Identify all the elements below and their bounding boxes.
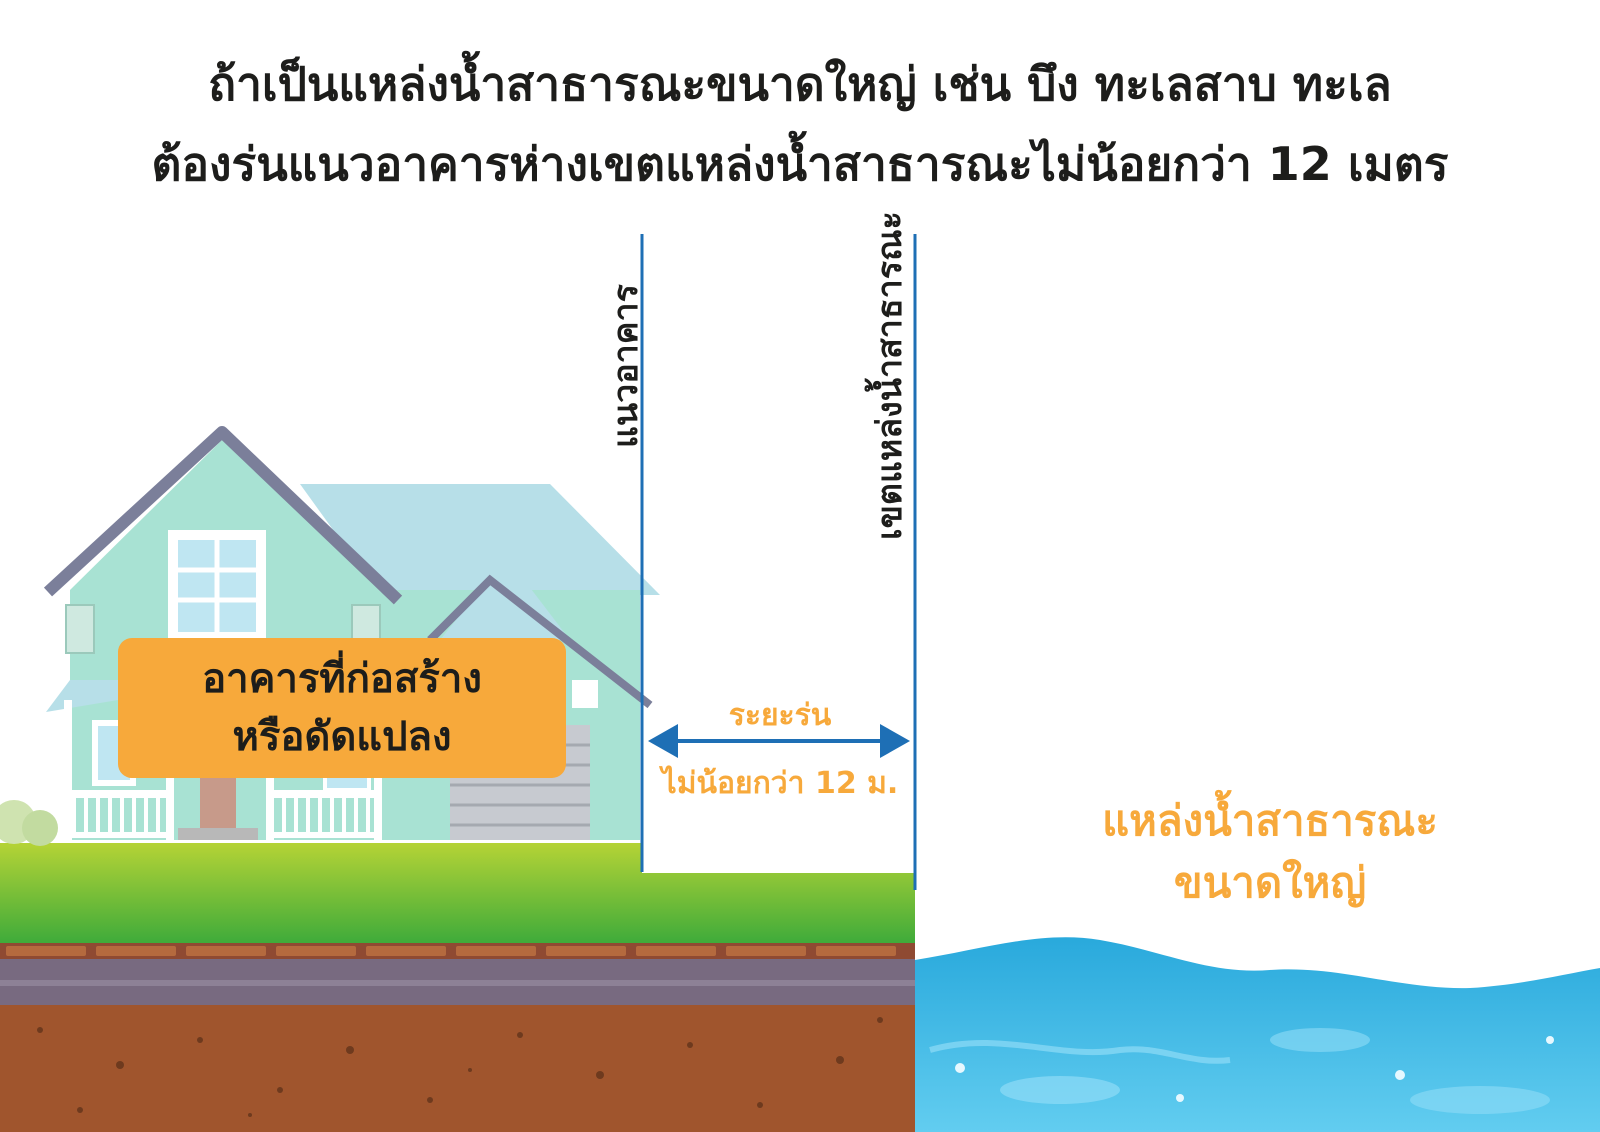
water-label-line-2: ขนาดใหญ่	[1173, 858, 1367, 907]
soil-layer	[0, 1005, 915, 1132]
porch-railing	[64, 790, 380, 838]
building-callout-line-1: อาคารที่ก่อสร้าง	[202, 656, 482, 702]
water-body-label: แหล่งน้ำสาธารณะ ขนาดใหญ่	[1060, 790, 1480, 914]
house	[43, 426, 660, 840]
ground	[0, 843, 915, 1132]
water-label-line-1: แหล่งน้ำสาธารณะ	[1102, 796, 1438, 845]
soil-specks	[37, 1017, 883, 1117]
building-line-label: แนวอาคาร	[606, 284, 646, 448]
bush	[0, 800, 58, 846]
setback-distance: ไม่น้อยกว่า 12 ม.	[661, 766, 899, 801]
house-roof-right	[300, 484, 660, 595]
setback-arrow	[648, 724, 910, 758]
building-callout-line-2: หรือดัดแปลง	[232, 714, 452, 760]
title-line-1: ถ้าเป็นแหล่งน้ำสาธารณะขนาดใหญ่ เช่น บึง …	[208, 57, 1392, 111]
brick-row	[6, 946, 896, 956]
water-body	[915, 937, 1600, 1132]
setback-label: ระยะร่น	[728, 698, 832, 733]
water-boundary-label: เขตแหล่งน้ำสาธารณะ	[870, 211, 910, 540]
building-callout: อาคารที่ก่อสร้าง หรือดัดแปลง	[118, 638, 566, 778]
setback-strip	[642, 843, 915, 873]
title-line-2: ต้องร่นแนวอาคารห่างเขตแหล่งน้ำสาธารณะไม่…	[151, 137, 1449, 191]
